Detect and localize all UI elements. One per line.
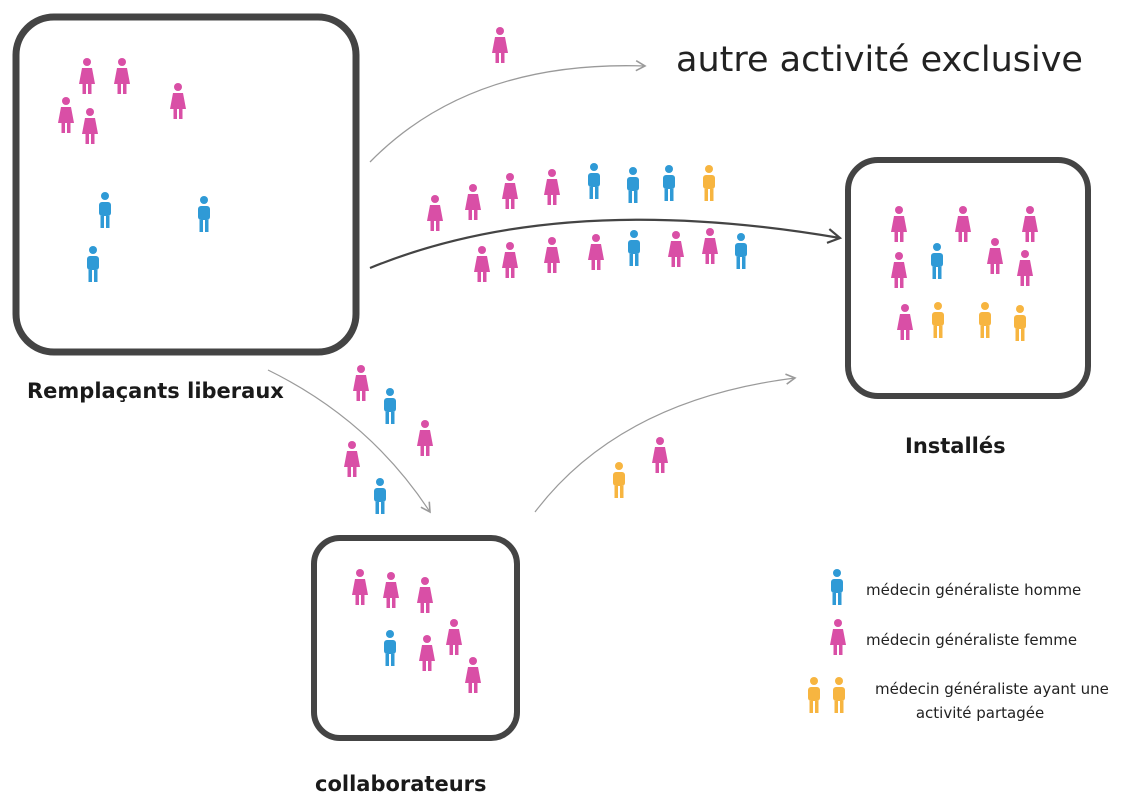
legend-partage-icon [808,677,820,713]
flux-installes-femme-figure [465,184,481,220]
remplacants-homme-figure [198,196,210,232]
collaborateurs-femme-figure [383,572,399,608]
flux-installes-partage-figure [703,165,715,201]
flux-installes-femme-figure [668,231,684,267]
installes-partage-figure [1014,305,1026,341]
flux-installes-femme-figure [588,234,604,270]
flux-installes-femme-figure [702,228,718,264]
arrow-collaborateurs-to-installes [534,373,797,513]
legend-partage-line2: activité partagée [915,704,1045,722]
collaborateurs-femme-figure [417,577,433,613]
flux-installes-homme-figure [735,233,747,269]
flux-installes-femme-figure [544,237,560,273]
flux-collaborateurs-homme-figure [374,478,386,514]
installes-homme-figure [931,243,943,279]
legend-femme-icon [830,619,846,655]
installes-femme-figure [987,238,1003,274]
remplacants-femme-figure [114,58,130,94]
remplacants-box [12,13,360,356]
flux-collaborateurs-femme-figure [344,441,360,477]
legend-homme-label: médecin généraliste homme [866,581,1082,599]
autre-activite-femme-figure [492,27,508,63]
flux-installes-femme-figure [502,242,518,278]
flux-installes-femme-figure [502,173,518,209]
flux-installes-femme-figure [474,246,490,282]
collaborateurs-femme-figure [465,657,481,693]
installes-partage-figure [979,302,991,338]
installes-partage-figure [932,302,944,338]
flux-collaborateurs-femme-figure [417,420,433,456]
flux-installes-homme-figure [628,230,640,266]
arrow-to-installes [369,218,843,270]
flux-installes-homme-figure [663,165,675,201]
flux-collab-installes-femme-figure [652,437,668,473]
legend-partage-icon [833,677,845,713]
collaborateurs-label: collaborateurs [315,772,487,796]
flux-installes-femme-figure [544,169,560,205]
remplacants-femme-figure [82,108,98,144]
figures-layer [58,27,1038,713]
flux-collaborateurs-homme-figure [384,388,396,424]
collaborateurs-box [311,535,520,741]
flux-installes-homme-figure [588,163,600,199]
installes-label: Installés [905,434,1006,458]
installes-femme-figure [891,206,907,242]
arrow-to-collaborateurs [267,369,431,514]
collaborateurs-femme-figure [446,619,462,655]
installes-femme-figure [897,304,913,340]
remplacants-label: Remplaçants liberaux [27,379,284,403]
remplacants-homme-figure [87,246,99,282]
flux-collaborateurs-femme-figure [353,365,369,401]
arrow-to-autre-activite [369,60,647,163]
flux-collab-installes-partage-figure [613,462,625,498]
flux-installes-homme-figure [627,167,639,203]
remplacants-femme-figure [170,83,186,119]
remplacants-homme-figure [99,192,111,228]
collaborateurs-femme-figure [419,635,435,671]
remplacants-femme-figure [58,97,74,133]
legend-femme-label: médecin généraliste femme [866,631,1078,649]
installes-femme-figure [955,206,971,242]
installes-femme-figure [1017,250,1033,286]
collaborateurs-femme-figure [352,569,368,605]
autre-activite-label: autre activité exclusive [676,40,1083,80]
legend-partage-line1: médecin généraliste ayant une [875,680,1109,698]
flux-installes-femme-figure [427,195,443,231]
installes-femme-figure [891,252,907,288]
installes-femme-figure [1022,206,1038,242]
legend-homme-icon [831,569,843,605]
collaborateurs-homme-figure [384,630,396,666]
remplacants-femme-figure [79,58,95,94]
legend-partage-label: médecin généraliste ayant une activité p… [875,677,1109,725]
installes-box [845,157,1091,399]
